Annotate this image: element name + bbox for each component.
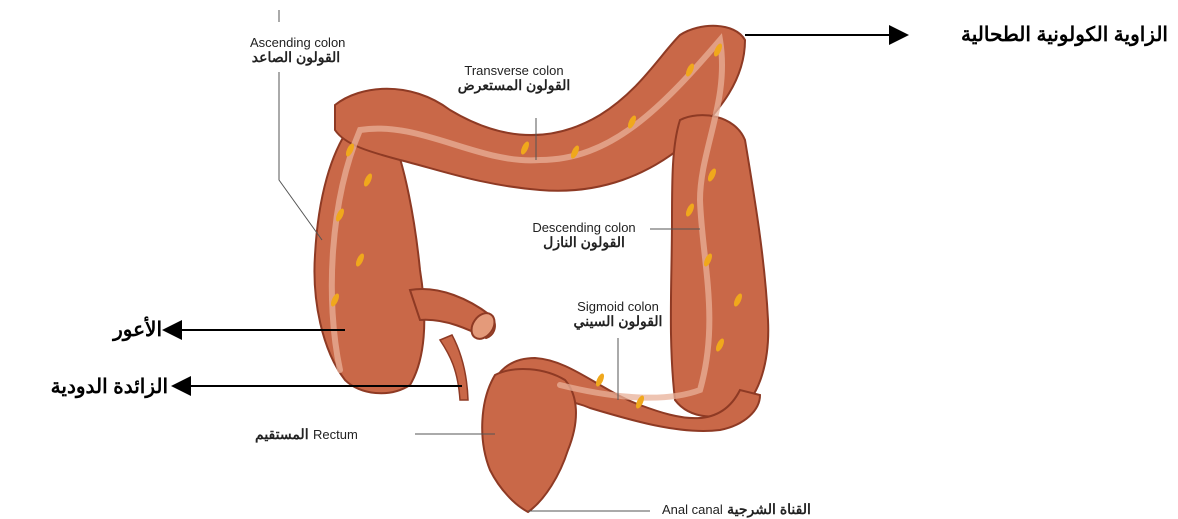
label-anal-canal: Anal canal القناة الشرجية (662, 502, 811, 519)
descending-colon (671, 115, 768, 416)
label-anal-ar: القناة الشرجية (727, 501, 811, 517)
callout-appendix: الزائدة الدودية (8, 374, 168, 399)
rectum (482, 369, 576, 512)
appendix (440, 335, 468, 400)
label-rectum-ar: المستقيم (255, 426, 309, 442)
label-rectum: المستقيم Rectum (255, 427, 358, 444)
label-sigmoid-en: Sigmoid colon (556, 300, 680, 314)
label-ascending-ar: القولون الصاعد (250, 50, 342, 65)
callout-splenic-flexure: الزاوية الكولونية الطحالية (918, 22, 1168, 47)
leader-ascending-2 (279, 72, 322, 240)
label-descending-en: Descending colon (522, 221, 646, 235)
label-transverse-en: Transverse colon (452, 64, 576, 78)
label-ascending-en: Ascending colon (250, 36, 342, 50)
label-sigmoid-ar: القولون السيني (556, 314, 680, 329)
label-descending-ar: القولون النازل (522, 235, 646, 250)
label-anal-en: Anal canal (662, 502, 723, 517)
label-sigmoid-colon: Sigmoid colon القولون السيني (556, 300, 680, 328)
label-transverse-ar: القولون المستعرض (452, 78, 576, 93)
label-descending-colon: Descending colon القولون النازل (522, 221, 646, 249)
label-rectum-en: Rectum (313, 427, 358, 442)
label-transverse-colon: Transverse colon القولون المستعرض (452, 64, 576, 92)
callout-cecum: الأعور (82, 317, 162, 342)
label-ascending-colon: Ascending colon القولون الصاعد (250, 36, 342, 64)
